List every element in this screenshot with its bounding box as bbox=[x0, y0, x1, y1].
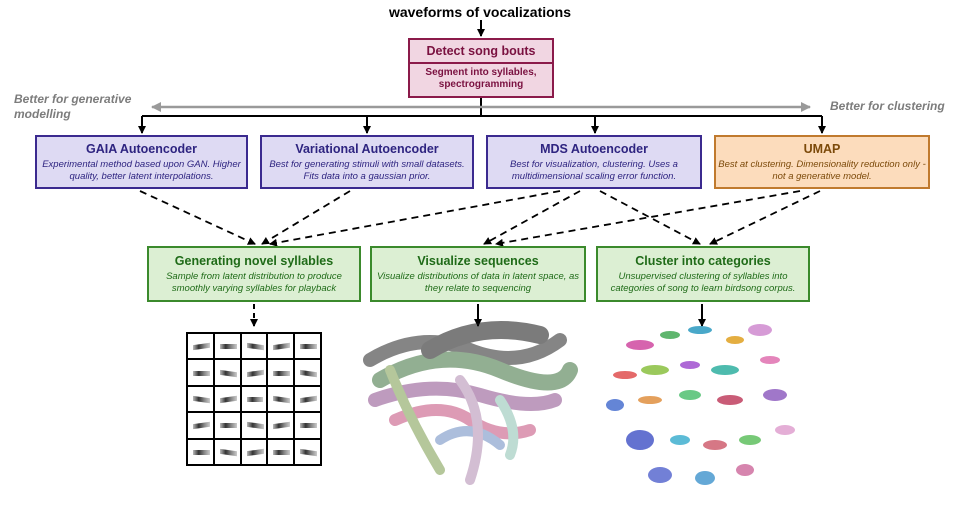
task-title: Cluster into categories bbox=[635, 254, 771, 268]
variational-autoencoder-box: Variational Autoencoder Best for generat… bbox=[260, 135, 474, 189]
mds-to-generate-link bbox=[269, 190, 561, 247]
spectrogram-mark bbox=[193, 422, 210, 430]
spectrogram-mark bbox=[273, 449, 291, 455]
model-desc: Best at clustering. Dimensionality reduc… bbox=[718, 159, 926, 182]
spectrogram-cell bbox=[267, 412, 295, 439]
model-desc: Best for visualization, clustering. Uses… bbox=[510, 159, 678, 182]
spectrogram-mark bbox=[246, 369, 264, 377]
detect-song-bouts-box: Detect song bouts Segment into syllables… bbox=[408, 38, 554, 98]
spectrogram-cell bbox=[267, 359, 295, 386]
model-title: GAIA Autoencoder bbox=[86, 142, 197, 156]
spectrogram-cell bbox=[267, 438, 295, 465]
spectrogram-cell bbox=[267, 385, 295, 413]
detect-title: Detect song bouts bbox=[410, 40, 552, 64]
spectrogram-cell bbox=[240, 385, 268, 413]
detect-subtitle: Segment into syllables, spectrogramming bbox=[425, 67, 537, 90]
spectrogram-mark bbox=[193, 343, 210, 351]
model-desc: Experimental method based upon GAN. High… bbox=[42, 159, 241, 182]
spectrogram-cell bbox=[187, 412, 214, 439]
spectrogram-cell bbox=[240, 333, 268, 360]
model-title: MDS Autoencoder bbox=[540, 142, 648, 156]
spectrogram-mark bbox=[300, 369, 317, 377]
spectrogram-mark bbox=[246, 343, 264, 351]
spectrogram-cell bbox=[213, 359, 241, 386]
spectrogram-mark bbox=[300, 423, 317, 429]
spectrogram-mark bbox=[273, 343, 291, 351]
umap-to-visualize-link bbox=[495, 190, 801, 247]
spectrogram-cell bbox=[294, 333, 321, 360]
model-title: UMAP bbox=[803, 142, 841, 156]
task-title: Generating novel syllables bbox=[174, 254, 334, 268]
generating-syllables-box: Generating novel syllables Sample from l… bbox=[147, 246, 361, 302]
spectrogram-cell bbox=[213, 412, 241, 439]
spectrogram-cell bbox=[267, 333, 295, 360]
spectrogram-cell bbox=[294, 438, 321, 465]
spectrogram-mark bbox=[300, 344, 317, 350]
spectrogram-cell bbox=[187, 385, 214, 413]
spectrogram-cell bbox=[240, 412, 268, 439]
spectrogram-mark bbox=[300, 448, 317, 456]
spectrogram-cell bbox=[294, 385, 321, 413]
syllable-spectrogram-grid bbox=[186, 332, 322, 466]
model-desc: Best for generating stimuli with small d… bbox=[269, 159, 465, 182]
latent-sequence-plot bbox=[363, 321, 578, 485]
spectrogram-mark bbox=[246, 448, 264, 456]
spectrogram-mark bbox=[219, 395, 237, 404]
spectrogram-mark bbox=[273, 395, 291, 404]
umap-box: UMAP Best at clustering. Dimensionality … bbox=[714, 135, 930, 189]
spectrogram-cell bbox=[240, 438, 268, 465]
spectrogram-mark bbox=[219, 423, 237, 429]
gaia-to-generate-link bbox=[139, 190, 256, 245]
spectrogram-cell bbox=[294, 359, 321, 386]
model-title: Variational Autoencoder bbox=[295, 142, 439, 156]
spectrogram-cell bbox=[187, 438, 214, 465]
vae-to-generate-link bbox=[261, 190, 351, 245]
spectrogram-mark bbox=[219, 369, 237, 377]
spectrogram-mark bbox=[219, 448, 237, 456]
spectrogram-cell bbox=[240, 359, 268, 386]
axis-right-label: Better for clustering bbox=[830, 99, 945, 113]
mds-autoencoder-box: MDS Autoencoder Best for visualization, … bbox=[486, 135, 702, 189]
spectrogram-mark bbox=[300, 395, 317, 404]
spectrogram-cell bbox=[294, 412, 321, 439]
spectrogram-mark bbox=[273, 422, 291, 430]
task-desc: Sample from latent distribution to produ… bbox=[166, 271, 342, 294]
spectrogram-mark bbox=[246, 422, 264, 430]
input-label: waveforms of vocalizations bbox=[388, 4, 572, 20]
spectrogram-mark bbox=[273, 370, 291, 376]
spectrogram-cell bbox=[187, 359, 214, 386]
cluster-scatter-plot bbox=[606, 324, 795, 485]
gaia-autoencoder-box: GAIA Autoencoder Experimental method bas… bbox=[35, 135, 248, 189]
task-desc: Unsupervised clustering of syllables int… bbox=[610, 271, 796, 294]
cluster-categories-box: Cluster into categories Unsupervised clu… bbox=[596, 246, 810, 302]
spectrogram-mark bbox=[193, 395, 210, 404]
axis-left-label: Better for generative modelling bbox=[14, 92, 132, 121]
spectrogram-cell bbox=[187, 333, 214, 360]
spectrogram-cell bbox=[213, 333, 241, 360]
spectrogram-mark bbox=[219, 344, 237, 350]
mds-to-visualize-link bbox=[483, 190, 581, 245]
spectrogram-cell bbox=[213, 385, 241, 413]
spectrogram-mark bbox=[193, 449, 210, 455]
task-title: Visualize sequences bbox=[417, 254, 539, 268]
spectrogram-cell bbox=[213, 438, 241, 465]
visualize-sequences-box: Visualize sequences Visualize distributi… bbox=[370, 246, 586, 302]
spectrogram-mark bbox=[246, 396, 264, 402]
mds-to-cluster-link bbox=[599, 190, 701, 245]
task-desc: Visualize distributions of data in laten… bbox=[376, 271, 580, 294]
spectrogram-mark bbox=[193, 370, 210, 376]
umap-to-cluster-link bbox=[709, 190, 821, 245]
